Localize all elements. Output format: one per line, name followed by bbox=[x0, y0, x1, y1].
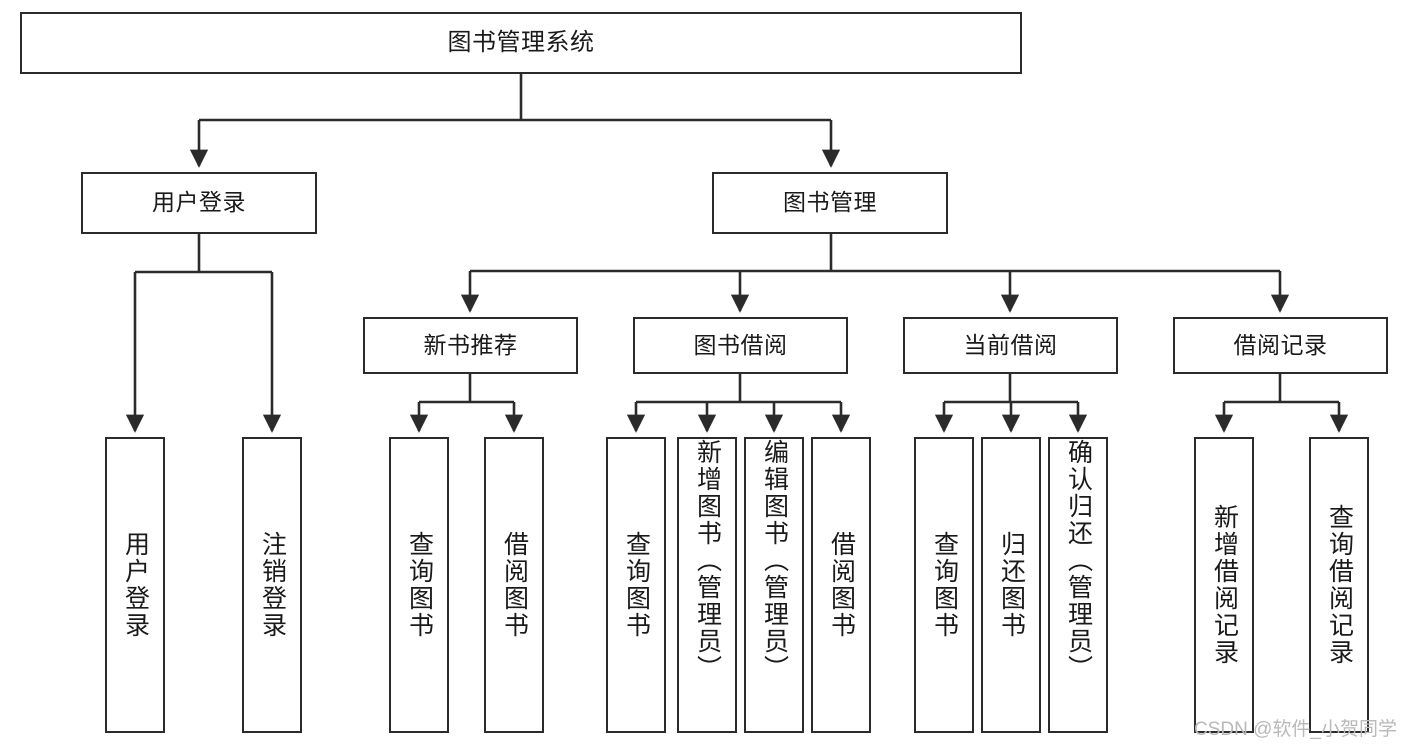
node-book-manage[interactable]: 图书管理 bbox=[712, 172, 948, 234]
node-borrow-record[interactable]: 借阅记录 bbox=[1173, 317, 1388, 374]
node-label: 新书推荐 bbox=[423, 331, 518, 358]
node-label: 新增借阅记录 bbox=[1210, 504, 1239, 666]
node-leaf-query-book-1[interactable]: 查询图书 bbox=[389, 437, 449, 733]
node-label: 查询图书 bbox=[930, 531, 959, 639]
node-label: 用户登录 bbox=[121, 531, 150, 639]
node-new-book-recommend[interactable]: 新书推荐 bbox=[363, 317, 578, 374]
node-label: 图书借阅 bbox=[693, 331, 788, 358]
node-label: 借阅记录 bbox=[1233, 331, 1328, 358]
node-label: 确认归还（管理员） bbox=[1064, 439, 1093, 682]
node-label: 新增图书（管理员） bbox=[693, 439, 722, 682]
node-leaf-return-book[interactable]: 归还图书 bbox=[981, 437, 1041, 733]
node-label: 编辑图书（管理员） bbox=[760, 439, 789, 682]
node-user-login[interactable]: 用户登录 bbox=[81, 172, 317, 234]
node-leaf-borrow-book-2[interactable]: 借阅图书 bbox=[811, 437, 871, 733]
node-label: 用户登录 bbox=[152, 189, 246, 216]
node-root-book-management-system[interactable]: 图书管理系统 bbox=[20, 12, 1022, 74]
node-leaf-borrow-book-1[interactable]: 借阅图书 bbox=[484, 437, 544, 733]
node-leaf-add-book-admin[interactable]: 新增图书（管理员） bbox=[677, 437, 737, 733]
node-label: 图书管理系统 bbox=[447, 28, 595, 56]
watermark-text: CSDN @软件_小贺同学 bbox=[1194, 719, 1397, 740]
node-leaf-add-borrow-record[interactable]: 新增借阅记录 bbox=[1194, 437, 1254, 733]
node-label: 归还图书 bbox=[997, 531, 1026, 639]
node-leaf-user-login[interactable]: 用户登录 bbox=[105, 437, 165, 733]
node-label: 查询图书 bbox=[622, 531, 651, 639]
node-leaf-confirm-return-admin[interactable]: 确认归还（管理员） bbox=[1048, 437, 1108, 733]
node-label: 查询借阅记录 bbox=[1325, 504, 1354, 666]
node-label: 查询图书 bbox=[405, 531, 434, 639]
node-label: 借阅图书 bbox=[500, 531, 529, 639]
node-label: 当前借阅 bbox=[963, 331, 1058, 358]
node-label: 注销登录 bbox=[258, 531, 287, 639]
node-leaf-query-book-3[interactable]: 查询图书 bbox=[914, 437, 974, 733]
node-leaf-query-book-2[interactable]: 查询图书 bbox=[606, 437, 666, 733]
node-leaf-logout-login[interactable]: 注销登录 bbox=[242, 437, 302, 733]
node-leaf-query-borrow-record[interactable]: 查询借阅记录 bbox=[1309, 437, 1369, 733]
node-leaf-edit-book-admin[interactable]: 编辑图书（管理员） bbox=[744, 437, 804, 733]
node-book-borrow[interactable]: 图书借阅 bbox=[633, 317, 848, 374]
node-label: 图书管理 bbox=[783, 189, 877, 216]
node-current-borrow[interactable]: 当前借阅 bbox=[903, 317, 1118, 374]
node-label: 借阅图书 bbox=[827, 531, 856, 639]
